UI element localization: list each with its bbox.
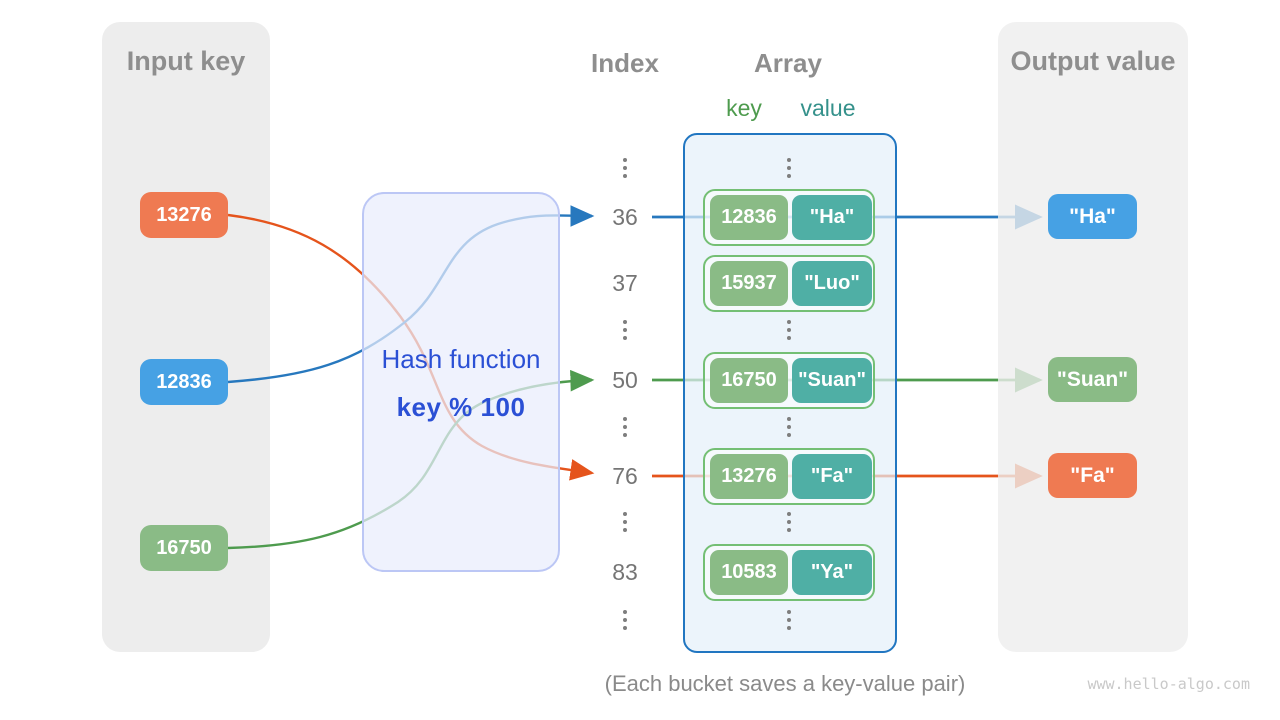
ellipsis-icon	[621, 320, 629, 340]
bucket-key: 13276	[710, 454, 788, 499]
bucket-key: 12836	[710, 195, 788, 240]
hash-function-label: Hash function	[381, 344, 541, 374]
output-value-panel	[998, 22, 1188, 652]
ellipsis-icon	[785, 417, 793, 437]
bucket-value: "Ya"	[792, 550, 872, 595]
bucket-row: 15937 "Luo"	[703, 255, 875, 312]
bucket-value: "Fa"	[792, 454, 872, 499]
output-value-ha: "Ha"	[1048, 194, 1137, 239]
input-key-12836: 12836	[140, 359, 228, 405]
index-column-title: Index	[591, 48, 659, 78]
bucket-key: 16750	[710, 358, 788, 403]
ellipsis-icon	[621, 610, 629, 630]
output-value-fa: "Fa"	[1048, 453, 1137, 498]
output-value-suan: "Suan"	[1048, 357, 1137, 402]
ellipsis-icon	[621, 512, 629, 532]
index-label-76: 76	[612, 463, 638, 489]
index-label-83: 83	[612, 559, 638, 585]
bucket-value: "Luo"	[792, 261, 872, 306]
watermark: www.hello-algo.com	[1087, 675, 1250, 693]
hash-function-formula: key % 100	[396, 392, 526, 422]
array-value-header: value	[800, 95, 856, 121]
index-label-36: 36	[612, 204, 638, 230]
input-key-16750: 16750	[140, 525, 228, 571]
bucket-key: 15937	[710, 261, 788, 306]
hash-function-box	[362, 192, 560, 572]
bucket-key: 10583	[710, 550, 788, 595]
bucket-row: 13276 "Fa"	[703, 448, 875, 505]
ellipsis-icon	[621, 158, 629, 178]
array-title: Array	[754, 48, 822, 78]
output-panel-title: Output value	[1010, 46, 1176, 76]
caption: (Each bucket saves a key-value pair)	[604, 671, 966, 696]
ellipsis-icon	[785, 610, 793, 630]
bucket-value: "Ha"	[792, 195, 872, 240]
ellipsis-icon	[785, 320, 793, 340]
bucket-row: 12836 "Ha"	[703, 189, 875, 246]
array-key-header: key	[726, 95, 762, 121]
bucket-row: 10583 "Ya"	[703, 544, 875, 601]
ellipsis-icon	[785, 512, 793, 532]
bucket-row: 16750 "Suan"	[703, 352, 875, 409]
ellipsis-icon	[621, 417, 629, 437]
input-panel-title: Input key	[126, 46, 246, 76]
ellipsis-icon	[785, 158, 793, 178]
index-label-37: 37	[612, 270, 638, 296]
input-key-13276: 13276	[140, 192, 228, 238]
bucket-value: "Suan"	[792, 358, 872, 403]
index-label-50: 50	[612, 367, 638, 393]
